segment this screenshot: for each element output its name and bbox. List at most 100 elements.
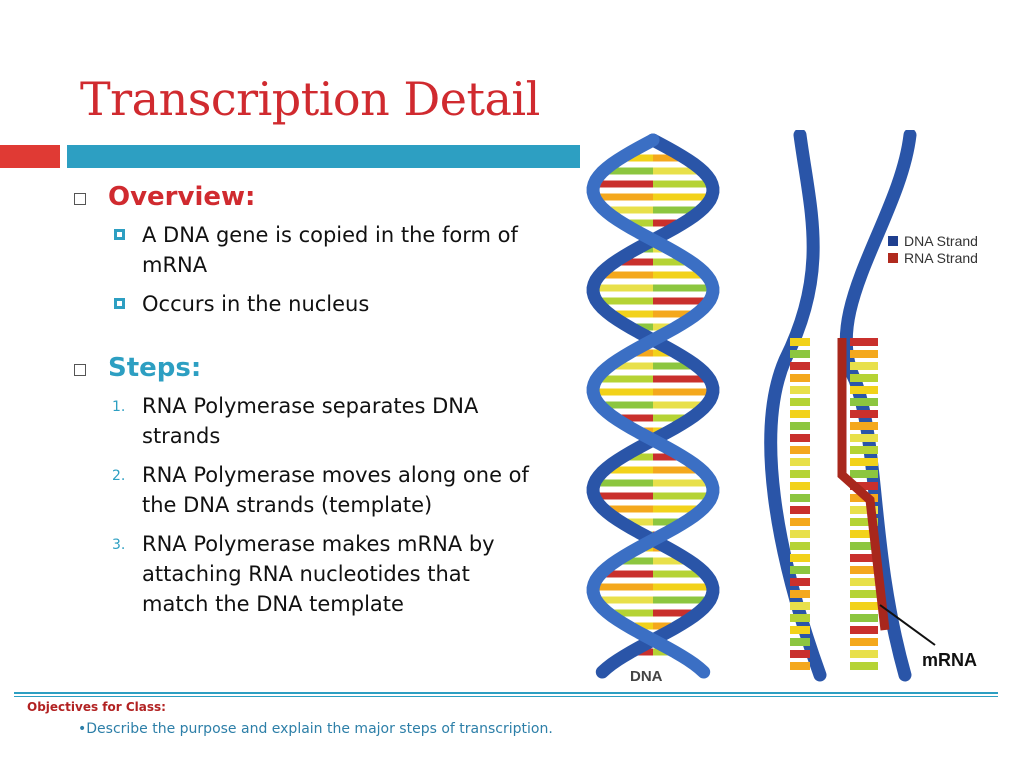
- base-pair: [653, 609, 699, 617]
- base: [790, 650, 810, 658]
- base-pair: [653, 505, 703, 513]
- legend-entry-rna: RNA Strand: [888, 249, 978, 266]
- objective-text: •Describe the purpose and explain the ma…: [78, 721, 553, 737]
- base-pair: [596, 297, 653, 305]
- base: [850, 422, 878, 430]
- base: [850, 458, 878, 466]
- base: [850, 518, 878, 526]
- dna-helix-strands: [586, 133, 720, 679]
- base-pair: [653, 414, 692, 422]
- base-pair: [653, 401, 707, 409]
- base-pair: [653, 154, 686, 162]
- title-accent-blue-bar: [67, 145, 580, 168]
- base-pair: [614, 258, 653, 266]
- step-number: 3.: [112, 537, 126, 553]
- base: [850, 374, 878, 382]
- step-item: 2. RNA Polymerase moves along one of the…: [70, 460, 540, 520]
- step-number: 1.: [112, 399, 126, 415]
- base-pair: [594, 193, 653, 201]
- base-pair: [653, 362, 697, 370]
- base-pair: [593, 583, 653, 591]
- base-pair: [653, 583, 713, 591]
- base-pair: [622, 219, 653, 227]
- base-pair: [594, 492, 653, 500]
- step-text: RNA Polymerase separates DNA strands: [142, 394, 479, 448]
- base-pair: [594, 180, 653, 188]
- base: [790, 410, 810, 418]
- base: [850, 446, 878, 454]
- base: [790, 578, 810, 586]
- unwound-dna-strands: [764, 130, 936, 682]
- overview-bullet: Occurs in the nucleus: [70, 289, 540, 319]
- square-bullet-icon: [114, 298, 125, 309]
- base: [850, 506, 878, 514]
- base: [790, 518, 810, 526]
- base-pair: [603, 505, 653, 513]
- step-item: 3. RNA Polymerase makes mRNA by attachin…: [70, 529, 540, 619]
- base: [850, 662, 878, 670]
- legend-swatch: [888, 252, 898, 263]
- base: [790, 374, 810, 382]
- base: [790, 494, 810, 502]
- base: [790, 506, 810, 514]
- base: [850, 470, 878, 478]
- rna-strand: [837, 338, 890, 631]
- base-pair: [653, 375, 710, 383]
- dna-backbone: [586, 133, 720, 679]
- step-item: 1. RNA Polymerase separates DNA strands: [70, 391, 540, 451]
- base: [790, 422, 810, 430]
- base-pair: [653, 557, 690, 565]
- legend-label: RNA Strand: [904, 249, 978, 266]
- base: [790, 338, 810, 346]
- step-text: RNA Polymerase makes mRNA by attaching R…: [142, 532, 495, 616]
- slide-content: Overview: A DNA gene is copied in the fo…: [70, 182, 540, 628]
- base: [790, 458, 810, 466]
- base-pair: [653, 596, 711, 604]
- base-pair: [653, 284, 713, 292]
- dna-strand-left: [764, 130, 827, 682]
- base: [850, 362, 878, 370]
- base-pair: [653, 466, 702, 474]
- base: [790, 362, 810, 370]
- base: [850, 554, 878, 562]
- footer-divider: [14, 696, 998, 697]
- step-text: RNA Polymerase moves along one of the DN…: [142, 463, 529, 517]
- base: [790, 386, 810, 394]
- steps-heading: Steps:: [108, 353, 202, 383]
- base-pair: [603, 167, 653, 175]
- base: [790, 470, 810, 478]
- base: [850, 530, 878, 538]
- footer-divider: [14, 692, 998, 694]
- base-pair: [604, 206, 653, 214]
- base: [790, 530, 810, 538]
- base-pair: [653, 310, 697, 318]
- base: [790, 554, 810, 562]
- base-pair: [614, 414, 653, 422]
- base: [790, 434, 810, 442]
- base: [850, 626, 878, 634]
- base: [850, 602, 878, 610]
- base: [790, 482, 810, 490]
- base-pair: [653, 271, 707, 279]
- base: [850, 566, 878, 574]
- base: [850, 434, 878, 442]
- base-pair: [616, 557, 653, 565]
- base-pair: [607, 609, 653, 617]
- base-pair: [622, 453, 653, 461]
- base-pair: [653, 479, 712, 487]
- base: [850, 578, 878, 586]
- base: [850, 410, 878, 418]
- hollow-square-bullet-icon: [74, 193, 86, 205]
- base-pair: [595, 596, 653, 604]
- base: [790, 542, 810, 550]
- base-pair: [653, 180, 712, 188]
- base: [790, 566, 810, 574]
- base-pair: [594, 479, 653, 487]
- base-pair: [600, 570, 653, 578]
- base: [850, 590, 878, 598]
- hollow-square-bullet-icon: [74, 364, 86, 376]
- base-pair: [653, 193, 712, 201]
- diagram-legend: DNA Strand RNA Strand: [888, 232, 978, 266]
- base-pair: [653, 297, 710, 305]
- square-bullet-icon: [114, 229, 125, 240]
